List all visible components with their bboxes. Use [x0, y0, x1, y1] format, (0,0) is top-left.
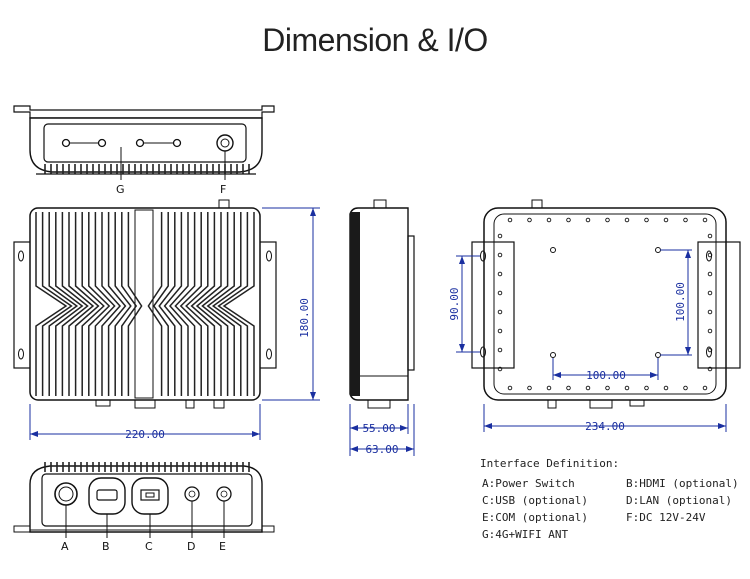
label-b: B [102, 540, 110, 553]
label-c: C [145, 540, 153, 553]
front-view: 180.00 220.00 [13, 199, 320, 441]
interface-item-a: A:Power Switch [482, 477, 575, 490]
label-e: E [219, 540, 226, 553]
io-view: A B C D E [13, 462, 275, 553]
label-f: F [220, 183, 226, 196]
interface-item-c: C:USB (optional) [482, 494, 588, 507]
dim-back-hole-h: 100.00 [586, 369, 626, 382]
dim-back-hole-v: 90.00 [448, 287, 461, 320]
interface-item-b: B:HDMI (optional) [626, 477, 739, 490]
dim-back-hole-v2: 100.00 [674, 282, 687, 322]
interface-heading: Interface Definition: [480, 457, 620, 470]
label-a: A [61, 540, 69, 553]
label-d: D [187, 540, 195, 553]
interface-item-e: E:COM (optional) [482, 511, 588, 524]
dim-front-height: 180.00 [298, 298, 311, 338]
side-view: 55.00 63.00 [349, 199, 415, 456]
interface-item-d: D:LAN (optional) [626, 494, 732, 507]
back-view: 90.00 100.00 100.00 234.00 [448, 199, 741, 433]
top-view: G F [13, 105, 275, 196]
page-title: Dimension & I/O [262, 22, 488, 58]
interface-item-g: G:4G+WIFI ANT [482, 528, 569, 541]
label-g: G [116, 183, 125, 196]
dim-side-outer: 63.00 [365, 443, 398, 456]
dim-front-width: 220.00 [125, 428, 165, 441]
dim-side-inner: 55.00 [362, 422, 395, 435]
interface-item-f: F:DC 12V-24V [626, 511, 706, 524]
dim-back-width: 234.00 [585, 420, 625, 433]
